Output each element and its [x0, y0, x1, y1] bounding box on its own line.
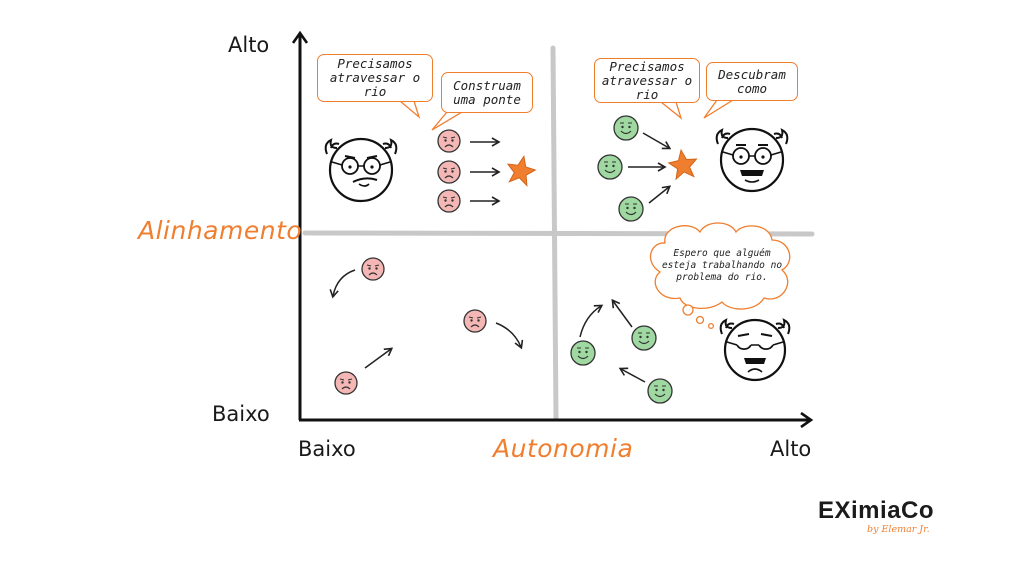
happy-face-icon	[618, 196, 644, 222]
bubble-tail	[703, 99, 736, 119]
sad-face-icon	[361, 257, 385, 281]
bubble-tail	[431, 111, 465, 131]
sad-face-icon	[463, 309, 487, 333]
manager-face-icon	[324, 137, 398, 203]
happy-face-icon	[631, 325, 657, 351]
x-axis-title: Autonomia	[493, 434, 634, 463]
brand-tagline: by Elemar Jr.	[867, 524, 930, 535]
x-axis-low-label: Baixo	[298, 437, 356, 461]
manager-face-icon	[715, 127, 789, 193]
sad-face-icon	[437, 129, 461, 153]
speech-bubble: Precisamos atravessar o rio	[317, 54, 433, 102]
happy-face-icon	[647, 378, 673, 404]
thought-cloud	[649, 222, 791, 330]
star-icon	[506, 154, 537, 187]
y-axis-title: Alinhamento	[138, 216, 303, 245]
speech-bubble: Precisamos atravessar o rio	[594, 58, 700, 103]
speech-bubble: Descubram como	[706, 62, 798, 101]
sad-face-icon	[437, 160, 461, 184]
x-axis-high-label: Alto	[770, 437, 812, 461]
sad-face-icon	[437, 189, 461, 213]
y-axis-low-label: Baixo	[212, 402, 270, 426]
sad-face-icon	[334, 371, 358, 395]
manager-face-icon	[719, 318, 791, 382]
speech-bubble: Construam uma ponte	[441, 72, 533, 113]
bubble-tail	[659, 101, 683, 120]
thought-text: Espero que alguém esteja trabalhando no …	[661, 248, 783, 283]
movement-arrows	[329, 132, 672, 383]
brand-logo: EXimiaCo	[818, 497, 935, 524]
y-axis-high-label: Alto	[228, 33, 270, 57]
happy-face-icon	[597, 154, 623, 180]
star-icon	[667, 148, 698, 181]
happy-face-icon	[613, 115, 639, 141]
happy-face-icon	[570, 340, 596, 366]
bubble-tail	[398, 100, 421, 119]
